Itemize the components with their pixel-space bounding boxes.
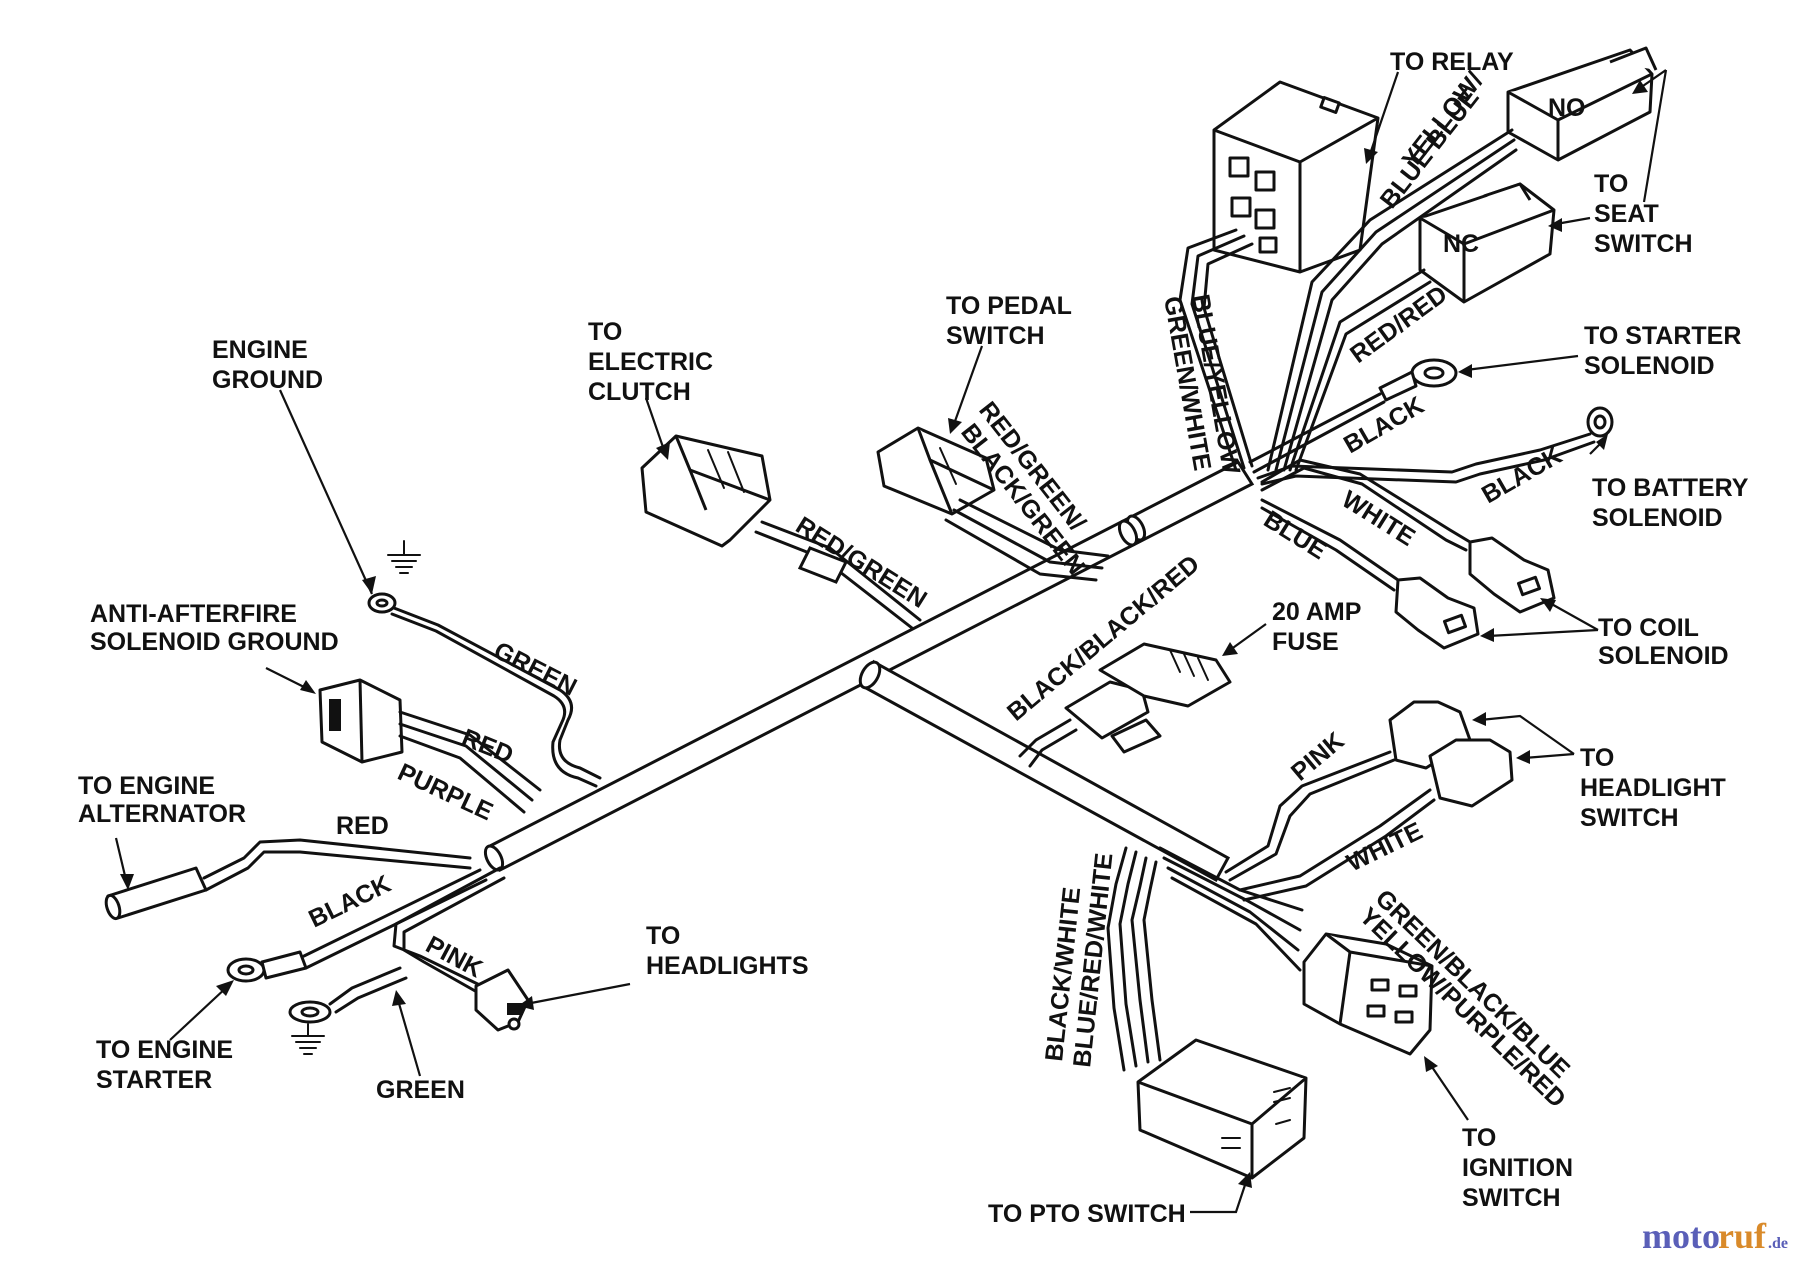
label-pedal-switch: TO PEDAL SWITCH: [946, 292, 1072, 350]
label-line: SOLENOID: [1584, 352, 1715, 380]
watermark-suffix: .de: [1768, 1235, 1788, 1252]
label-line: SWITCH: [1594, 230, 1693, 258]
fuse-holder: [1018, 642, 1232, 768]
watermark-part2: ruf: [1718, 1216, 1767, 1256]
coil-connector-upper: [1468, 536, 1556, 614]
secondary-harness-trunk: [858, 659, 1231, 883]
wire-label-pink: PINK: [421, 931, 487, 984]
label-line: TO BATTERY: [1592, 474, 1749, 502]
relay-connector: [1178, 80, 1380, 472]
headlight-switch-connectors: [1224, 700, 1514, 902]
ground-symbol-icon: [291, 1023, 325, 1055]
anti-afterfire-connector: [318, 678, 542, 814]
label-line: TO STARTER: [1584, 322, 1741, 350]
label-line: FUSE: [1272, 628, 1339, 656]
label-headlights: TO HEADLIGHTS: [646, 922, 809, 980]
label-line: 20 AMP: [1272, 598, 1361, 626]
label-line: ENGINE: [212, 336, 308, 364]
label-line: TO PEDAL: [946, 292, 1072, 320]
ignition-switch-connector: [1158, 846, 1434, 1056]
label-line: TO ENGINE: [96, 1036, 233, 1064]
wire-label-blue: BLUE: [1259, 505, 1332, 565]
coil-connector-lower: [1394, 576, 1480, 650]
pedal-switch-connector: [876, 426, 1110, 582]
headlight-connector: [474, 968, 530, 1032]
wire-label-green: GREEN: [376, 1076, 465, 1104]
starter-solenoid-terminal: [1248, 358, 1458, 474]
label-line: TO RELAY: [1390, 48, 1514, 76]
label-line: TO ENGINE: [78, 772, 215, 800]
label-line: SWITCH: [1580, 804, 1679, 832]
seat-switch-no-connector: NO: [1266, 46, 1658, 472]
headlight-wire-branch: [392, 866, 530, 1032]
label-line: ANTI-AFTERFIRE: [90, 600, 297, 628]
wire-label-red: RED: [336, 812, 389, 840]
ground-symbol-icon: [387, 540, 421, 574]
headlight-switch-connector-lower: [1428, 738, 1514, 808]
wire-label-white: WHITE: [1342, 817, 1427, 877]
label-line: SEAT: [1594, 200, 1659, 228]
label-line: SWITCH: [946, 322, 1045, 350]
label-engine-alternator: TO ENGINE ALTERNATOR: [78, 772, 246, 828]
label-fuse: 20 AMP FUSE: [1272, 598, 1361, 656]
ring-terminal-icon: [367, 592, 397, 614]
label-line: SOLENOID: [1592, 504, 1723, 532]
label-electric-clutch: TO ELECTRIC CLUTCH: [588, 318, 713, 406]
watermark-logo: moto ruf .de: [1642, 1216, 1788, 1256]
label-line: TO: [1594, 170, 1628, 198]
label-coil-solenoid: TO COIL SOLENOID: [1598, 614, 1729, 670]
pto-switch-connector: [1106, 846, 1308, 1180]
label-seat-switch: TO SEAT SWITCH: [1594, 170, 1693, 258]
label-line: TO COIL: [1598, 614, 1699, 642]
label-line: TO: [1462, 1124, 1496, 1152]
label-line: CLUTCH: [588, 378, 691, 406]
nc-mark: NC: [1443, 230, 1479, 258]
green-ground-branch: [288, 966, 408, 1055]
label-line: SWITCH: [1462, 1184, 1561, 1212]
wire-label-purple: PURPLE: [393, 758, 497, 826]
electric-clutch-connector: [640, 434, 922, 630]
label-line: ELECTRIC: [588, 348, 713, 376]
wire-label-black: BLACK: [304, 870, 395, 934]
label-line: HEADLIGHTS: [646, 952, 809, 980]
engine-starter-terminal: [226, 868, 488, 983]
engine-ground-assembly: [367, 540, 602, 788]
label-starter-solenoid: TO STARTER SOLENOID: [1584, 322, 1741, 380]
label-relay: TO RELAY: [1390, 48, 1514, 76]
seat-switch-nc-connector: NC: [1288, 182, 1556, 472]
label-line: SOLENOID GROUND: [90, 628, 339, 656]
alternator-terminal: [104, 838, 472, 921]
leader-lines: [114, 69, 1668, 1214]
label-line: TO PTO SWITCH: [988, 1200, 1186, 1228]
label-line: STARTER: [96, 1066, 212, 1094]
label-line: TO: [646, 922, 680, 950]
label-line: SOLENOID: [1598, 642, 1729, 670]
watermark-part1: moto: [1642, 1216, 1720, 1256]
label-line: GROUND: [212, 366, 323, 394]
battery-solenoid-terminal: [1256, 406, 1614, 486]
no-mark: NO: [1548, 94, 1586, 122]
label-line: TO: [1580, 744, 1614, 772]
wire-label-pink: PINK: [1286, 727, 1350, 787]
label-line: ALTERNATOR: [78, 800, 246, 828]
wire-label-relay: BLUE BLUE: [1375, 84, 1485, 214]
label-pto-switch: TO PTO SWITCH: [988, 1200, 1186, 1228]
label-engine-starter: TO ENGINE STARTER: [96, 1036, 233, 1094]
label-ignition-switch: TO IGNITION SWITCH: [1462, 1124, 1573, 1212]
label-headlight-switch: TO HEADLIGHT SWITCH: [1580, 744, 1726, 832]
label-line: HEADLIGHT: [1580, 774, 1726, 802]
coil-solenoid-connectors: [1260, 458, 1556, 650]
label-battery-solenoid: TO BATTERY SOLENOID: [1592, 474, 1749, 532]
label-line: IGNITION: [1462, 1154, 1573, 1182]
label-line: TO: [588, 318, 622, 346]
label-engine-ground: ENGINE GROUND: [212, 336, 323, 394]
wire-label-black: BLACK: [1477, 441, 1567, 509]
label-anti-afterfire: ANTI-AFTERFIRE SOLENOID GROUND: [90, 600, 339, 656]
